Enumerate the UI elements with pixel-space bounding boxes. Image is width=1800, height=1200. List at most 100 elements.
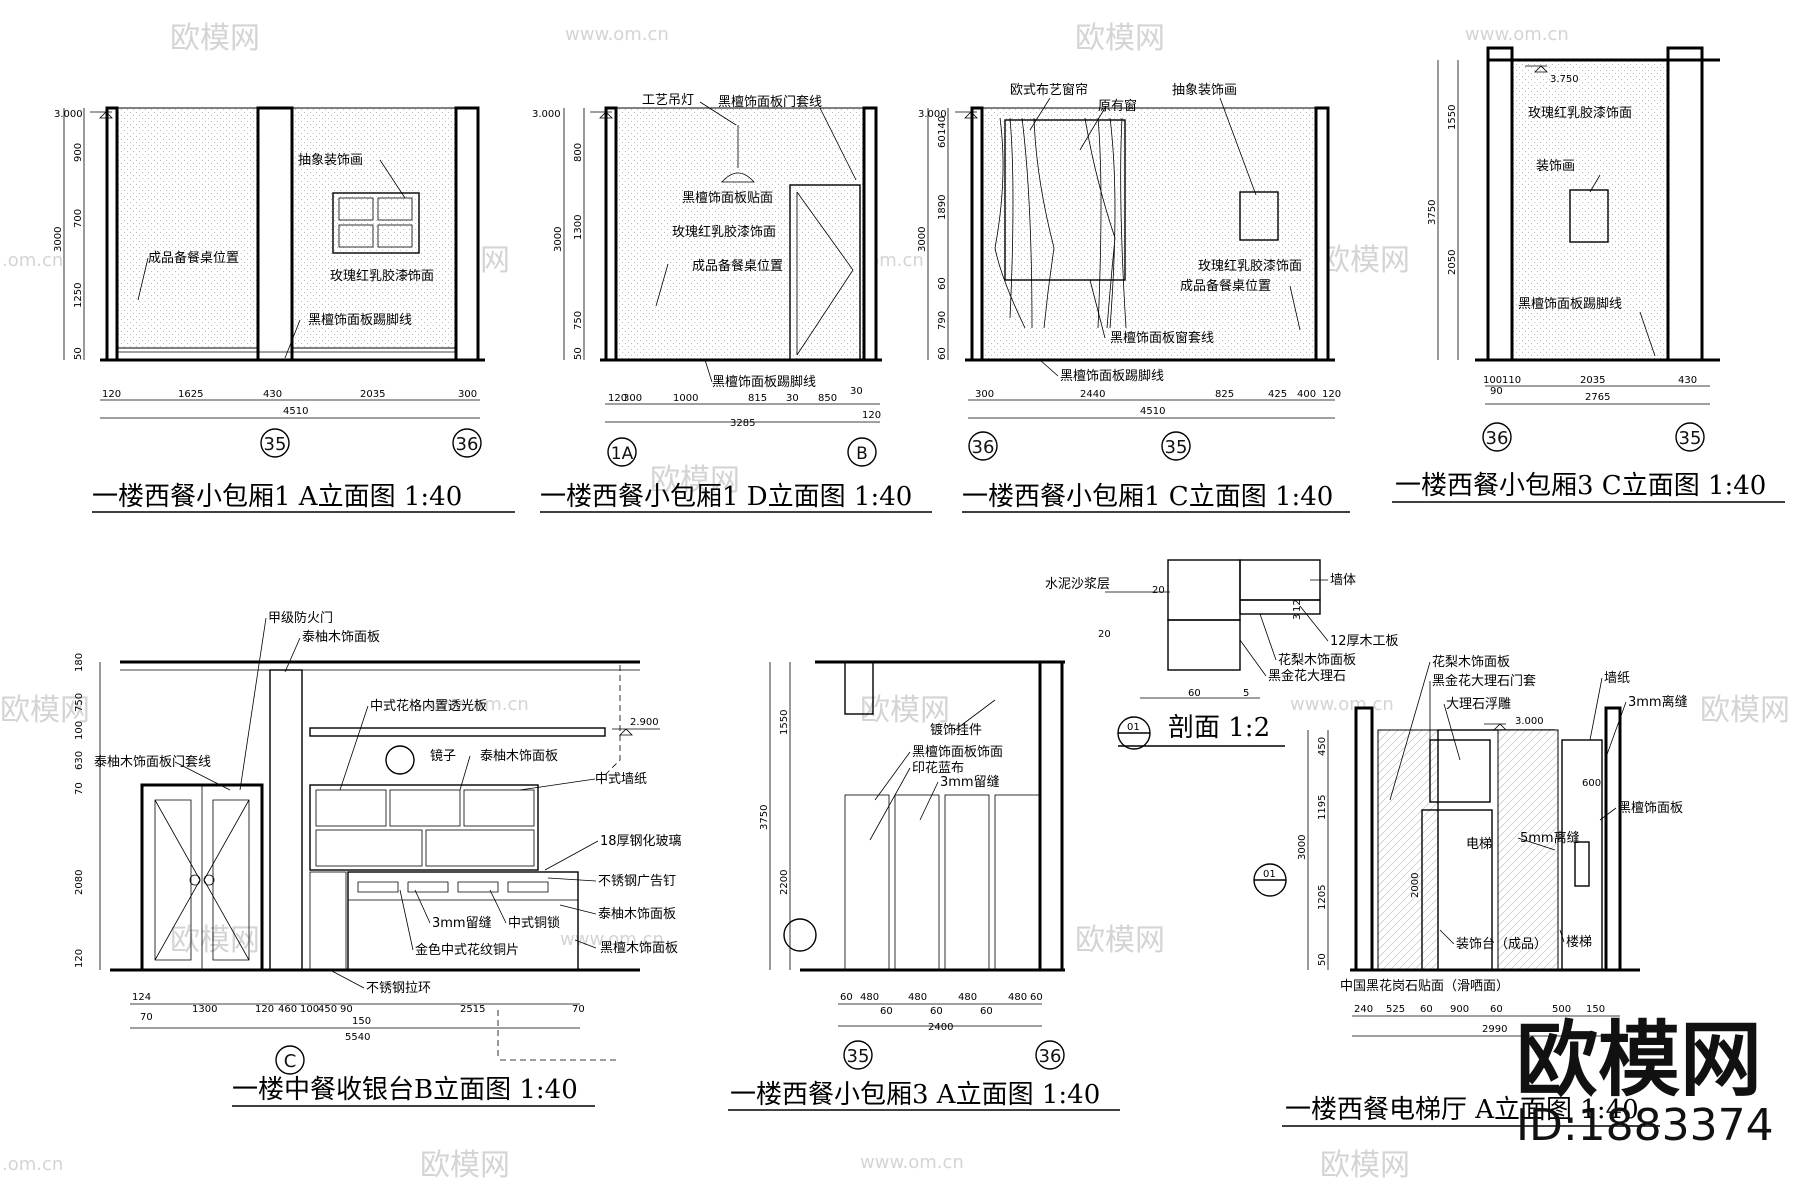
annotation: 黑金花大理石 <box>1268 668 1346 684</box>
dim-label: 2050 <box>1447 250 1458 275</box>
wall-surface <box>1509 59 1669 361</box>
dim-label: 120 <box>1322 389 1341 400</box>
leader-line <box>655 101 857 383</box>
dim-label: 90 <box>340 1004 353 1015</box>
axis-label: 35 <box>847 1046 870 1067</box>
annotation: 甲级防火门 <box>268 610 333 626</box>
drawing-title: 剖面 1:2 <box>1168 713 1270 743</box>
marble-relief <box>1429 739 1491 803</box>
watermark-text: 欧模网 <box>650 463 740 498</box>
dim-label: 850 <box>818 393 837 404</box>
elevation-room3-a: 1550 2200 3750 60 480 60 480 60 480 60 4… <box>728 660 1120 1111</box>
drawing-title: 一楼西餐电梯厅 A立面图 1:40 <box>1285 1095 1639 1125</box>
level-value: 3.000 <box>1515 716 1544 727</box>
annotation: 欧式布艺窗帘 <box>1010 82 1088 98</box>
dim-label: 450 <box>318 1004 337 1015</box>
level-value: 2.900 <box>630 717 659 728</box>
logo-id: ID:1883374 <box>1516 1100 1774 1151</box>
lattice-panel <box>315 829 423 867</box>
ceiling-bulkhead <box>844 661 874 715</box>
dim-label: 90 <box>1490 386 1503 397</box>
leader-line <box>174 617 599 989</box>
dim-label: 815 <box>748 393 767 404</box>
wall-column <box>970 106 984 362</box>
level-marker <box>955 111 978 119</box>
annotation: 装饰画 <box>1536 159 1575 174</box>
annotation: 黑檀饰面板踢脚线 <box>308 312 412 328</box>
dim-label: 60 <box>937 277 948 290</box>
axis-bubble <box>260 428 290 458</box>
painting-frame <box>332 192 420 254</box>
leader-line <box>137 159 413 359</box>
dim-label: 750 <box>74 693 85 712</box>
annotation: 18厚钢化玻璃 <box>600 834 682 849</box>
dim-label: 60 <box>1490 1004 1503 1015</box>
dim-label: 480 <box>1008 992 1027 1003</box>
dim-label: 2765 <box>1585 392 1610 403</box>
annotation: 黑檀饰面板踢脚线 <box>712 374 816 390</box>
wall-column <box>1038 660 1064 972</box>
dim-label: 50 <box>73 347 84 360</box>
watermark-text: 欧模网 <box>1320 1148 1410 1183</box>
dim-label: 800 <box>573 143 584 162</box>
drawing-title: 一楼西餐小包厢1 C立面图 1:40 <box>962 482 1333 512</box>
level-marker <box>90 111 113 119</box>
wall-column <box>454 106 480 362</box>
dim-label: 60 <box>840 992 853 1003</box>
door-handle <box>189 874 201 886</box>
counter-side <box>309 871 347 971</box>
wood-panel <box>1239 599 1321 615</box>
dim-label: 2080 <box>74 870 85 895</box>
drawing-title: 一楼西餐小包厢1 D立面图 1:40 <box>540 482 912 512</box>
door-swing <box>796 191 854 356</box>
light-box <box>309 727 606 737</box>
axis-bubble <box>1675 422 1705 452</box>
axis-bubble <box>847 437 877 467</box>
section-marker <box>783 918 817 952</box>
dim-label: 60 <box>880 1006 893 1017</box>
elevation-room1-a: 3.000 900 700 1250 50 3000 120 1625 430 … <box>53 106 515 513</box>
painting-frame <box>1569 189 1609 243</box>
dim-label: 400 <box>1297 389 1316 400</box>
elevation-elevator-hall-a: 3.000 450 1195 1205 50 3000 2000 600 240… <box>1253 654 1688 1127</box>
annotation: 黑檀饰面板踢脚线 <box>1060 368 1164 384</box>
dim-label: 240 <box>1354 1004 1373 1015</box>
leader-line <box>1589 174 1656 357</box>
leader-line <box>1105 579 1329 677</box>
dim-label: 900 <box>73 143 84 162</box>
wall-column <box>256 106 294 362</box>
level-marker <box>1525 65 1548 73</box>
watermark-text: 欧模网 <box>170 21 260 56</box>
annotation: 花梨木饰面板 <box>1278 652 1356 668</box>
dim-label: 120 <box>255 1004 274 1015</box>
annotation: 工艺吊灯 <box>642 93 694 108</box>
watermark-text: www.om.cn <box>1465 24 1569 45</box>
dim-label: 120 <box>862 410 881 421</box>
annotation: 黑檀饰面板门套线 <box>718 94 822 110</box>
dim-label: 110 <box>1502 375 1521 386</box>
dim-label: 20 <box>1152 585 1165 596</box>
pendant-lamp-icon <box>721 125 755 183</box>
annotation: 原有窗 <box>1098 98 1137 114</box>
dim-label: 2440 <box>1080 389 1105 400</box>
dim-label: 70 <box>572 1004 585 1015</box>
axis-label: C <box>284 1051 297 1072</box>
annotation: 玫瑰红乳胶漆饰面 <box>1528 105 1632 121</box>
watermark-text: .om.cn <box>2 250 63 271</box>
dim-label: 1250 <box>73 283 84 308</box>
annotation: 水泥沙浆层 <box>1045 577 1110 592</box>
annotation: 黑檀饰面板贴面 <box>682 190 773 206</box>
counter <box>347 871 579 971</box>
logo-text: 欧模网 <box>1516 1013 1762 1108</box>
annotation: 抽象装饰画 <box>298 153 363 168</box>
annotation: 泰柚木饰面板 <box>598 907 676 922</box>
annotation: 黑檀饰面板踢脚线 <box>1518 296 1622 312</box>
dim-label: 2515 <box>460 1004 485 1015</box>
dim-label: 430 <box>263 389 282 400</box>
screen-panel <box>944 794 990 971</box>
watermark-text: 欧模网 <box>1320 243 1410 278</box>
painting-frame <box>1239 191 1279 241</box>
dim-label: 3750 <box>1427 200 1438 225</box>
concrete-wall <box>1167 559 1241 621</box>
